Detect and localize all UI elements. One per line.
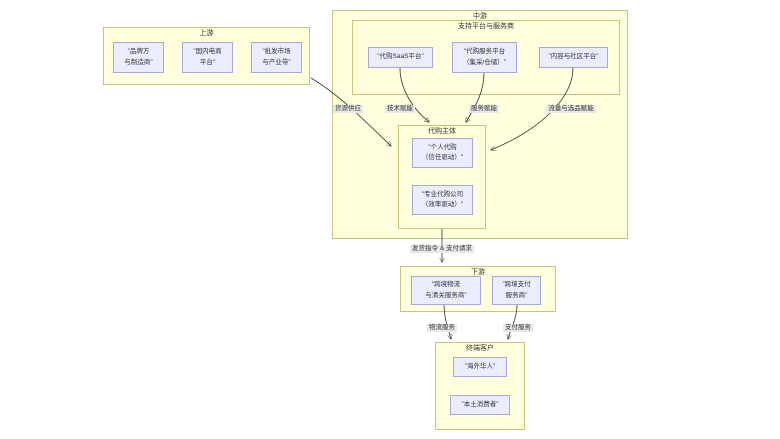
cluster-support-platforms-title: 支持平台与服务商	[458, 23, 514, 30]
cluster-upstream-title: 上游	[199, 30, 214, 37]
edge-label-logistics-service: 物流服务	[427, 324, 457, 332]
cluster-midstream-title: 中游	[473, 13, 487, 20]
cluster-customers-title: 终端客户	[466, 345, 494, 352]
edge-label-traffic: 流量与选品赋能	[546, 105, 596, 113]
node-crossborder-payment: "跨境支付 服务商"	[492, 276, 541, 305]
node-local-consumers: "本土消费者"	[450, 395, 510, 415]
node-overseas-chinese: "海外华人"	[453, 357, 507, 377]
node-daigou-service-platform: "代购服务平台 （集采/仓储）"	[452, 42, 517, 73]
edge-label-payment-service: 支付服务	[503, 324, 533, 332]
edge-label-supply: 货源供应	[333, 105, 363, 113]
node-personal-daigou: "个人代购 （信任驱动）"	[412, 138, 473, 168]
edge-label-ship-pay: 发货指令 & 支付请求	[410, 245, 474, 253]
cluster-downstream-title: 下游	[471, 269, 485, 276]
cluster-customers: 终端客户	[435, 342, 525, 430]
node-daigou-saas: "代购SaaS平台"	[368, 47, 433, 68]
node-wholesale-market: "批发市场 与产业带"	[251, 42, 302, 73]
node-professional-daigou: "专业代购公司 （效率驱动）"	[412, 185, 473, 215]
cluster-agent-title: 代购主体	[428, 128, 456, 135]
node-crossborder-logistics: "跨境物流 与清关服务商"	[411, 276, 481, 305]
node-domestic-ecommerce: "国内电商 平台"	[182, 42, 233, 73]
node-content-community: "内容与社区平台"	[539, 47, 608, 68]
edge-label-service: 服务赋能	[469, 105, 499, 113]
node-brand-manufacturer: "品牌方 与制造商"	[113, 42, 164, 73]
edge-label-tech: 技术赋能	[385, 105, 415, 113]
